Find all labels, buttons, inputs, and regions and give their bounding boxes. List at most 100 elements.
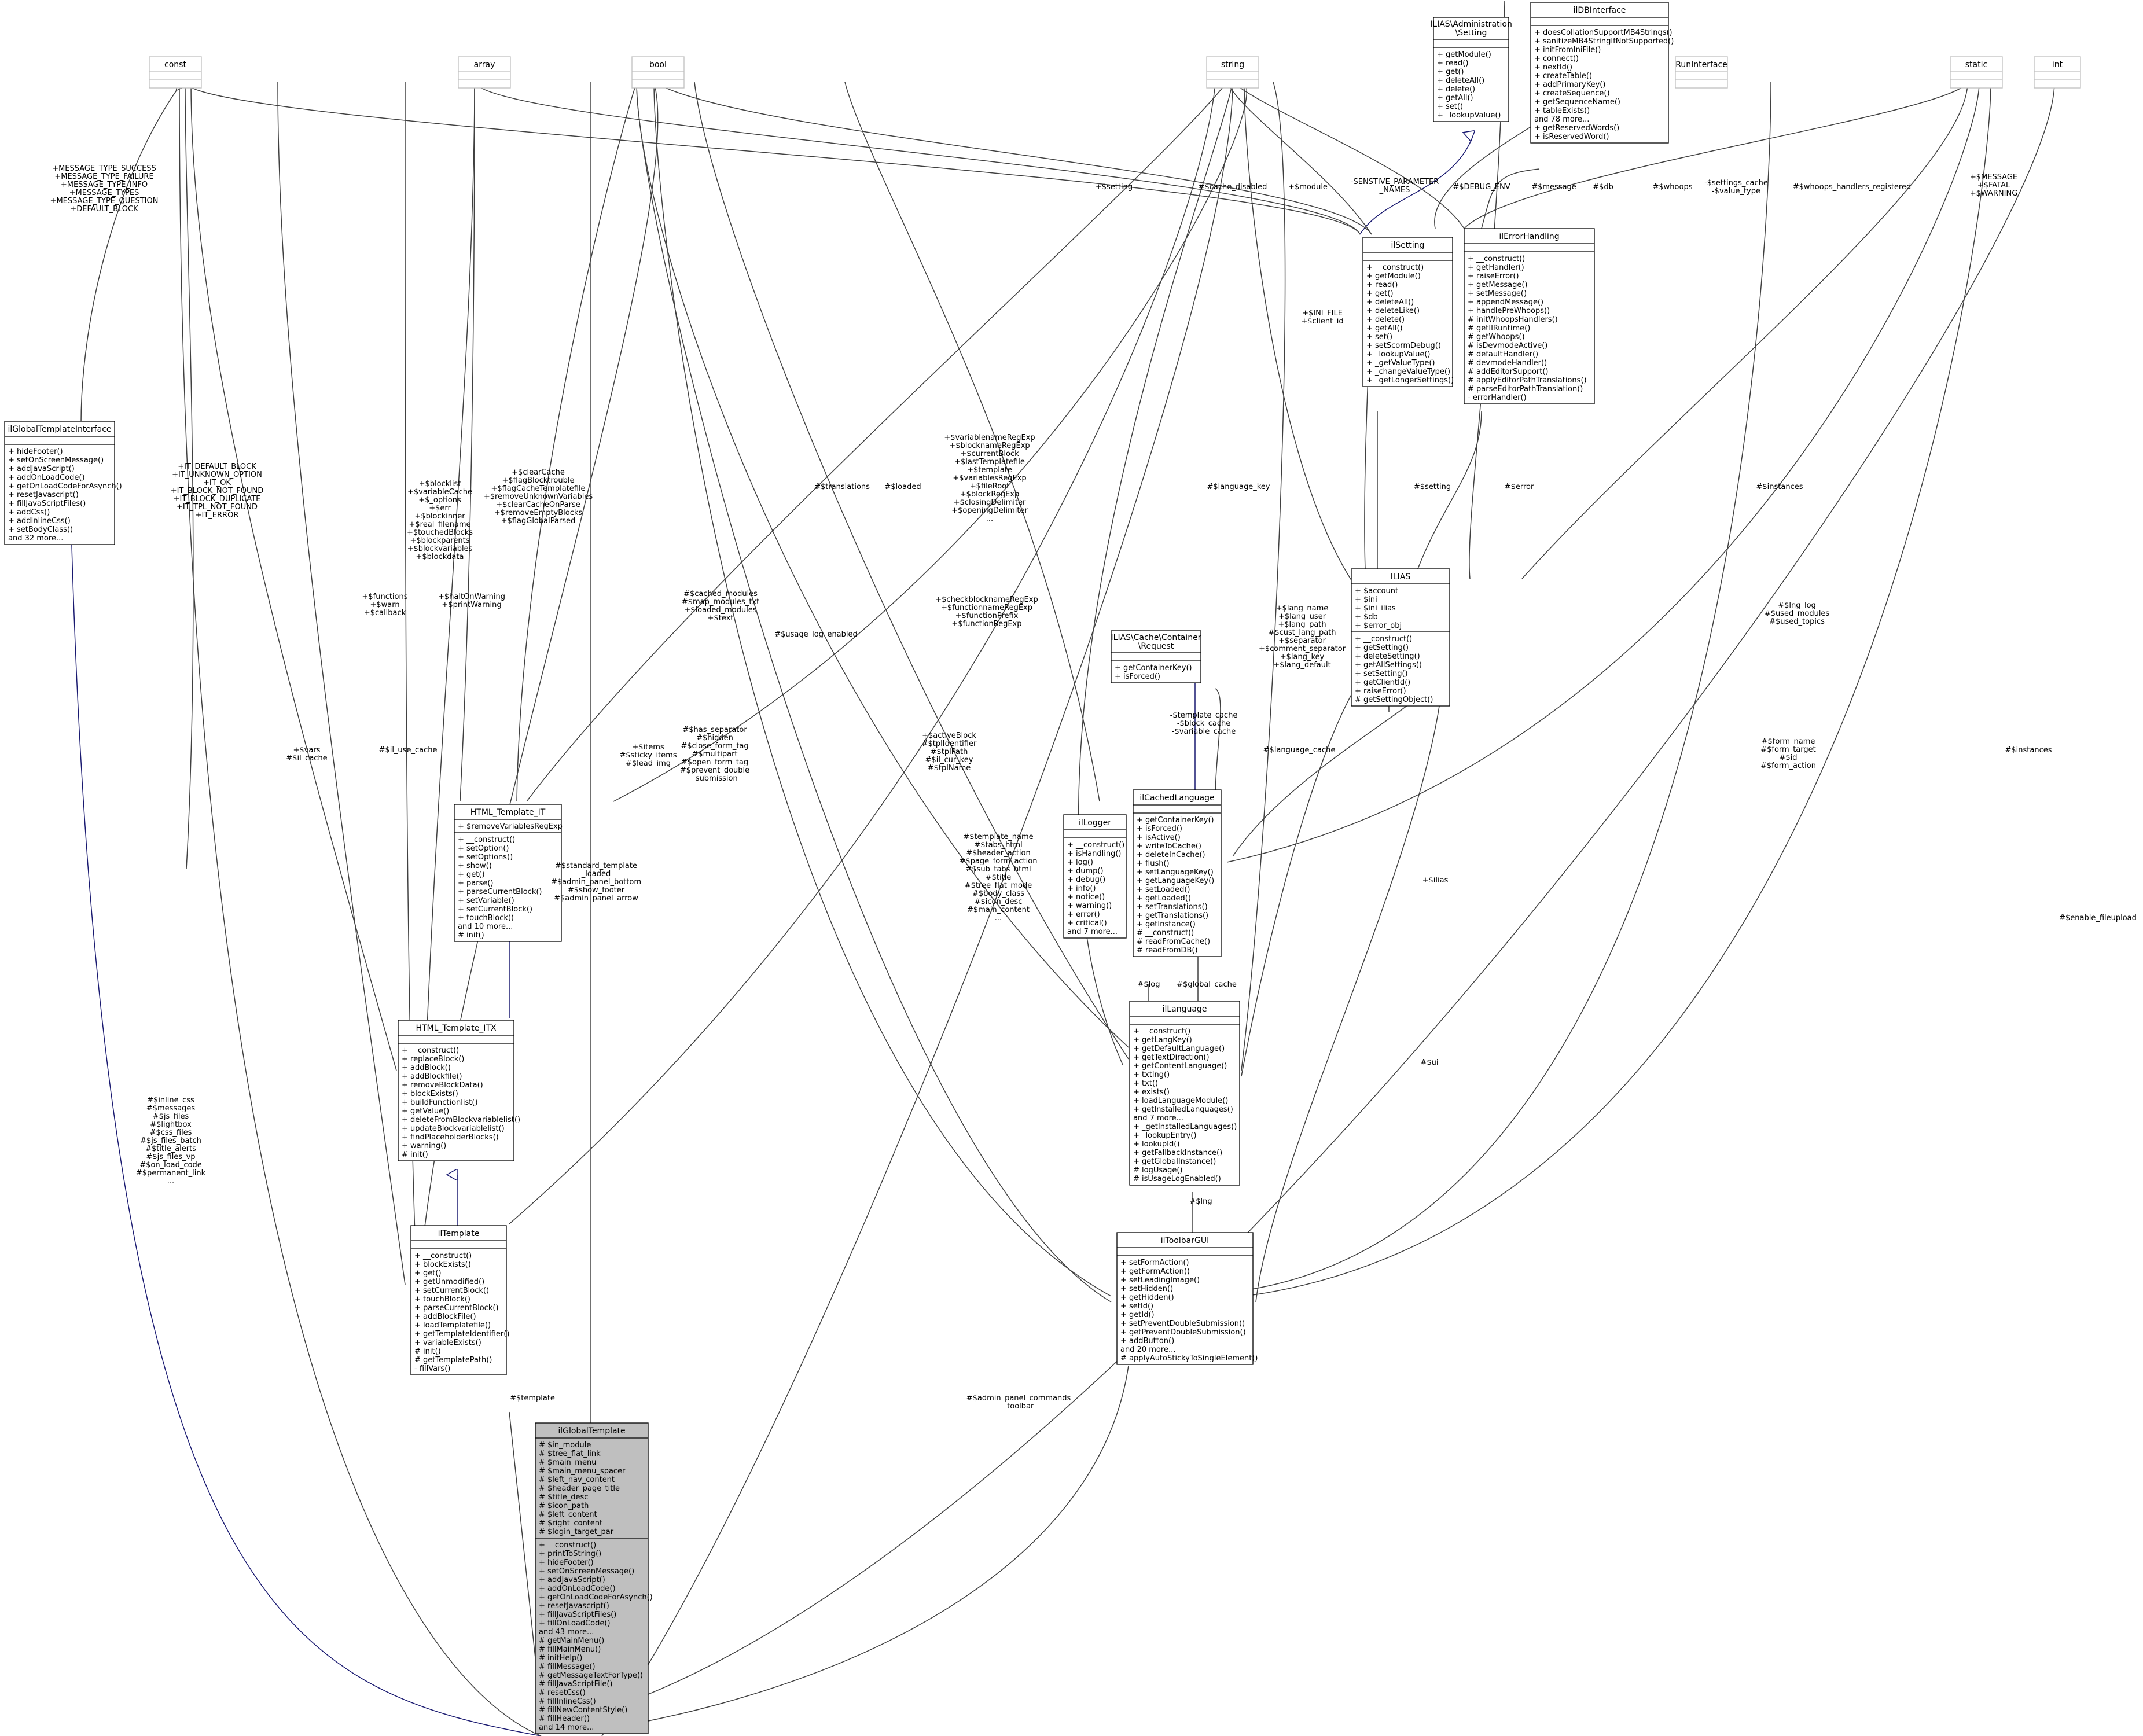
- method: + getSequenceName(): [1534, 98, 1620, 106]
- class-box-frame: [1464, 228, 1595, 404]
- method: + setMessage(): [1468, 289, 1527, 298]
- class-box-ilias[interactable]: ILIAS+ $account+ $ini+ $ini_ilias+ $db+ …: [1351, 568, 1450, 707]
- method: + raiseError(): [1468, 272, 1519, 281]
- method: + getReservedWords(): [1534, 124, 1619, 133]
- edge-label-text: #$instances: [1756, 483, 1803, 491]
- method: # isUsageLogEnabled(): [1133, 1175, 1221, 1183]
- class-box-string[interactable]: string: [1206, 56, 1259, 89]
- class-box-const[interactable]: const: [149, 56, 202, 89]
- class-box-array[interactable]: array: [458, 56, 511, 89]
- class-box-ilcachedlanguage[interactable]: ilCachedLanguage+ getContainerKey()+ isF…: [1133, 789, 1222, 957]
- edge-label-line: +$blockinner: [414, 512, 465, 521]
- edge-label: #$has_separator#$hidden#$close_form_tag#…: [680, 726, 749, 783]
- edge-label-line: +$MESSAGE: [1970, 173, 2017, 182]
- edge-label-text: #$admin_panel_commands_toolbar: [966, 1394, 1071, 1411]
- edge-label-line: #$tplPath: [931, 748, 968, 756]
- method: + resetJavascript(): [539, 1602, 609, 1610]
- method: + __construct(): [539, 1541, 596, 1550]
- method: + getTextDirection(): [1133, 1053, 1210, 1062]
- edge-label-line: +$callback: [364, 609, 406, 617]
- edge-label-line: +$warn: [370, 601, 399, 609]
- class-box-iltoolbargui[interactable]: ilToolbarGUI+ setFormAction()+ getFormAc…: [1116, 1232, 1258, 1365]
- class-box-iltemplate[interactable]: ilTemplate+ __construct()+ blockExists()…: [410, 1225, 509, 1375]
- edge-label: #$loaded: [884, 483, 921, 491]
- edge-label: +$lang_name+$lang_user+$lang_path#$cust_…: [1259, 604, 1346, 670]
- method: and 10 more...: [458, 922, 513, 931]
- edge-label: #$whoops: [1653, 183, 1693, 192]
- method: + getContentLanguage(): [1133, 1062, 1227, 1071]
- class-box-runinterface[interactable]: RunInterface: [1675, 56, 1728, 89]
- attribute: # $icon_path: [539, 1502, 589, 1510]
- class-box-illogger[interactable]: ilLogger+ __construct()+ isHandling()+ l…: [1063, 814, 1127, 939]
- edge-label: +$blocklist+$variableCache+$_options+$er…: [407, 480, 473, 561]
- method: + getContainerKey(): [1137, 816, 1214, 825]
- class-box-ilglobaltemplateinterface[interactable]: ilGlobalTemplateInterface+ hideFooter()+…: [4, 421, 122, 545]
- method: + get(): [1437, 68, 1464, 76]
- edge-label: #$translations: [814, 483, 870, 491]
- method: + getHidden(): [1120, 1293, 1174, 1302]
- method: + getContainerKey(): [1115, 664, 1192, 672]
- edge-label-line: +$functions: [362, 593, 407, 601]
- attribute: + $account: [1355, 587, 1398, 595]
- edge-label-line: #$map_modules_txt: [682, 598, 759, 606]
- edge-label-line: #$used_modules: [1765, 609, 1830, 618]
- method: # resetCss(): [539, 1689, 586, 1697]
- edge-label-text: #$language_key: [1207, 483, 1270, 491]
- method: + __construct(): [1468, 255, 1525, 263]
- class-box-ilcachereq[interactable]: ILIAS\Cache\Container\Request+ getContai…: [1111, 630, 1201, 683]
- method: + getAll(): [1366, 324, 1403, 333]
- edge-label-line: #$DEBUG_ENV: [1453, 183, 1510, 192]
- class-box-ilglobaltemplate[interactable]: ilGlobalTemplate# $in_module# $tree_flat…: [535, 1422, 653, 1734]
- class-box-illanguage[interactable]: ilLanguage+ __construct()+ getLangKey()+…: [1129, 1001, 1240, 1186]
- method: + txtlng(): [1133, 1071, 1170, 1079]
- method: + getAll(): [1437, 94, 1473, 102]
- edge-label-line: +$lang_name: [1276, 604, 1329, 613]
- edge-label: +$clearCache+$flagBlocktrouble+$flagCach…: [484, 468, 593, 525]
- class-box-ilsetting[interactable]: ilSetting+ __construct()+ getModule()+ r…: [1362, 237, 1454, 387]
- class-box-static[interactable]: static: [1950, 56, 2003, 89]
- method: + isForced(): [1115, 672, 1160, 681]
- edge-label-line: -$template_cache: [1170, 711, 1238, 720]
- attribute: # $main_menu_spacer: [539, 1467, 626, 1476]
- method: # logUsage(): [1133, 1166, 1183, 1175]
- class-box-int[interactable]: int: [2034, 56, 2081, 89]
- edge-label-text: #$template: [510, 1394, 555, 1403]
- edge-label-text: #$standard_template_loaded#$admin_panel_…: [551, 862, 641, 903]
- class-title: ilCachedLanguage: [1139, 793, 1214, 803]
- class-title: int: [2052, 60, 2063, 69]
- method: # isDevmodeActive(): [1468, 341, 1547, 350]
- edge-label-line: #$il_use_cache: [379, 746, 438, 755]
- method: + connect(): [1534, 54, 1579, 63]
- class-box-frame: [631, 56, 685, 89]
- edge-label-line: #$title: [986, 873, 1012, 882]
- edge-label-line: -SENSTIVE_PARAMETER: [1351, 178, 1439, 186]
- edge-label-line: #$cached_modules: [683, 590, 758, 598]
- class-box-ildbinterface[interactable]: ilDBInterface+ doesCollationSupportMB4St…: [1530, 2, 1674, 144]
- class-title: const: [164, 60, 186, 69]
- edge-label: #$form_name#$form_target#$id#$form_actio…: [1760, 737, 1816, 770]
- edge-label: +$INI_FILE+$client_id: [1301, 309, 1343, 326]
- edge-label-line: #$il_cache: [286, 754, 327, 763]
- class-box-ilsettingiface[interactable]: ILIAS\Administration\Setting+ getModule(…: [1430, 17, 1512, 122]
- class-title: array: [474, 60, 495, 69]
- edge-label: #$lng_log#$used_modules#$used_topics: [1765, 601, 1830, 626]
- edge-label-line: #$main_content: [967, 906, 1030, 914]
- edge-label-text: #$loaded: [884, 483, 921, 491]
- edge-label-text: +$INI_FILE+$client_id: [1301, 309, 1343, 326]
- class-box-ilerrorhandling[interactable]: ilErrorHandling+ __construct()+ getHandl…: [1464, 228, 1595, 404]
- edge-label-line: #$tree_flat_mode: [965, 881, 1032, 890]
- edge-label: #$enable_fileupload: [2059, 914, 2137, 922]
- edge-label-line: +IT_DEFAULT_BLOCK: [178, 462, 256, 471]
- method: + setFormAction(): [1120, 1259, 1189, 1267]
- edge-label-text: +$activeBlock#$tplIdentifier#$tplPath#$i…: [922, 731, 977, 773]
- class-box-html_template_it[interactable]: HTML_Template_IT+ $removeVariablesRegExp…: [454, 804, 563, 942]
- method: + deleteSetting(): [1355, 652, 1420, 661]
- edge-label-line: #$instances: [2005, 746, 2052, 755]
- method: + show(): [458, 862, 492, 870]
- method: + warning(): [1067, 902, 1112, 910]
- method: # defaultHandler(): [1468, 350, 1538, 359]
- class-box-html_template_itx[interactable]: HTML_Template_ITX+ __construct()+ replac…: [398, 1020, 520, 1161]
- class-box-frame: [1362, 237, 1453, 387]
- class-box-bool[interactable]: bool: [631, 56, 685, 89]
- method: - errorHandler(): [1468, 393, 1527, 402]
